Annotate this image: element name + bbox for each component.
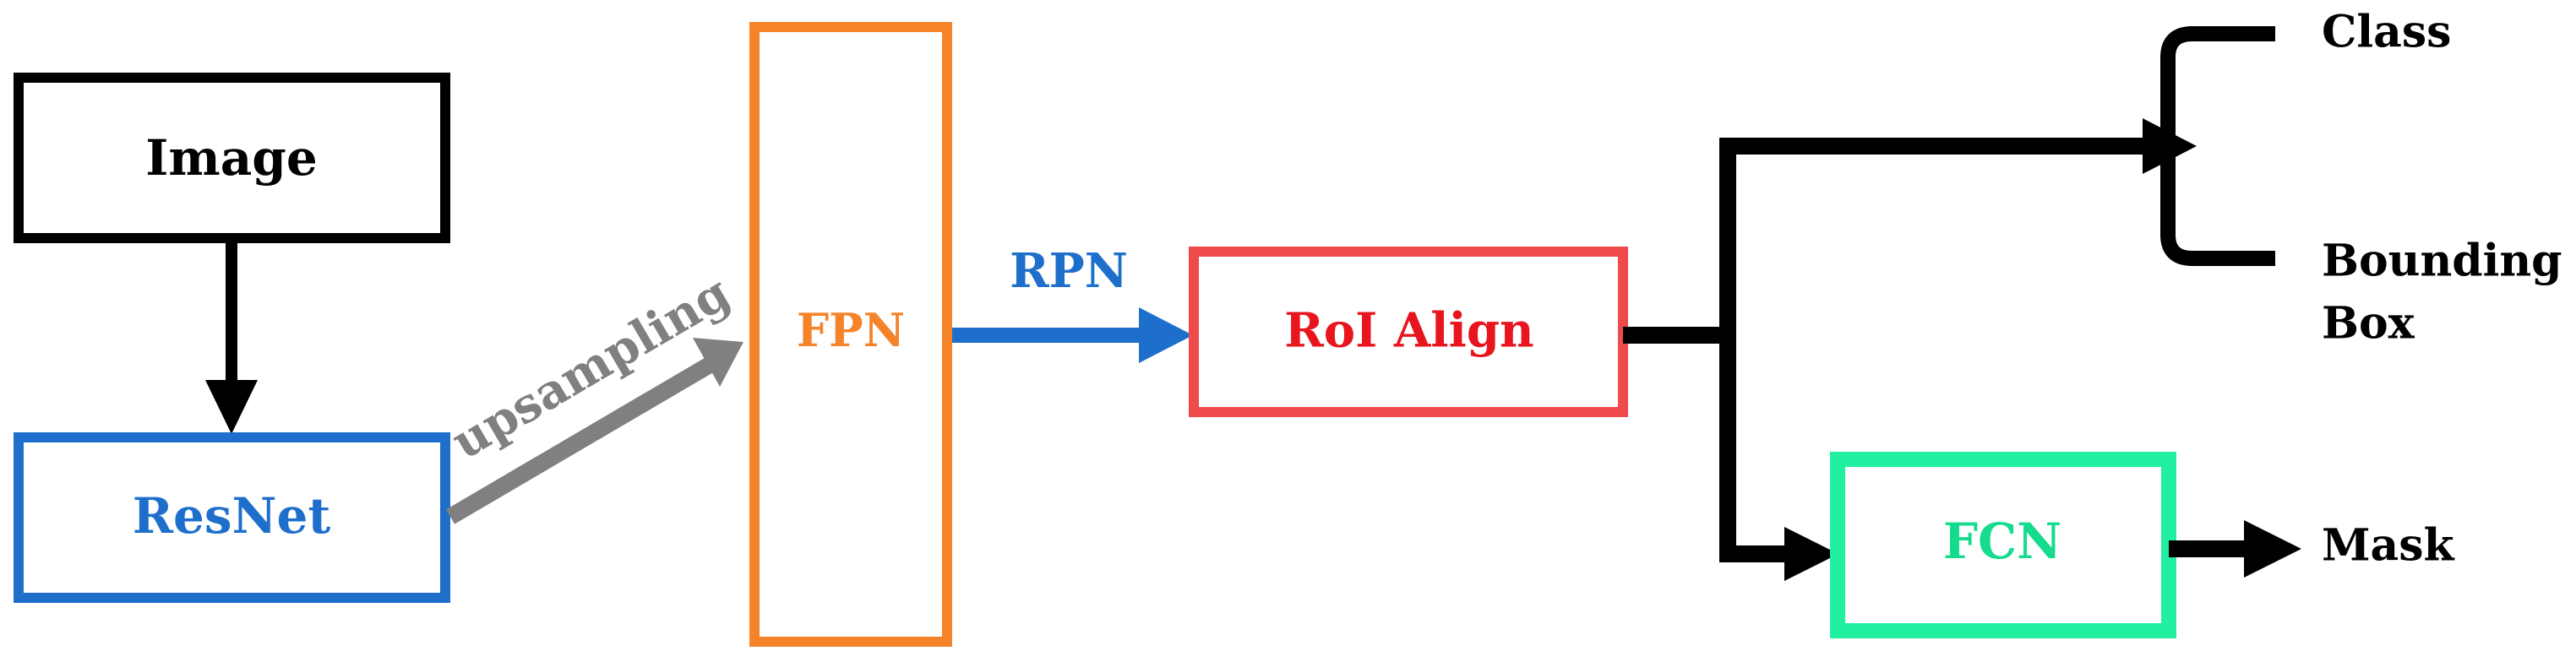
fpn-box: [749, 22, 952, 647]
roi-align-box: [1189, 247, 1628, 417]
class-label: Class: [2322, 7, 2451, 58]
image-label: Image: [145, 129, 318, 187]
mask-branch-arrowhead: [1784, 527, 1838, 581]
resnet-box: [14, 432, 450, 603]
upsampling-arrow: [445, 338, 743, 524]
resnet-label: ResNet: [133, 487, 331, 545]
roi-branch-connectors: [1623, 138, 2146, 562]
rpn-label: RPN: [1010, 243, 1128, 299]
fpn-label: FPN: [797, 303, 905, 357]
output-bracket: [2160, 26, 2275, 266]
roi-align-label: RoI Align: [1284, 303, 1533, 359]
fcn-box: [1830, 452, 2176, 638]
bounding-box-label-line2: Box: [2322, 298, 2415, 350]
rpn-arrow: [952, 307, 1193, 363]
fcn-to-mask-arrow: [2169, 520, 2301, 578]
fcn-label: FCN: [1943, 513, 2061, 570]
bounding-box-label-line1: Bounding: [2322, 236, 2562, 287]
image-to-resnet-arrow: [205, 238, 258, 434]
mask-label: Mask: [2322, 520, 2455, 572]
